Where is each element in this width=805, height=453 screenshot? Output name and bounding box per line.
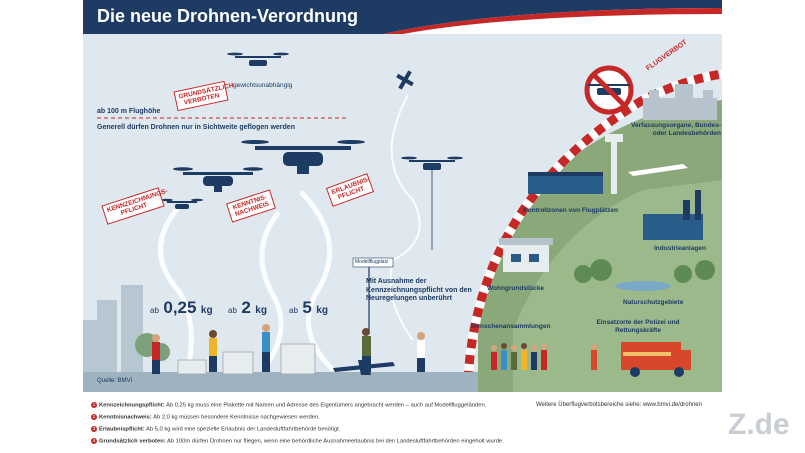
more-info-link[interactable]: Weitere Überflugverbotsbereiche siehe: w… [536, 402, 702, 408]
zone-government: Verfassungsorgane, Bundes- oder Landesbe… [631, 122, 721, 137]
drone-large-icon [241, 140, 365, 174]
model-plane-icon [333, 360, 395, 375]
aerobatic-plane-icon [396, 70, 414, 90]
weight-class-025: ab 0,25 kg [150, 298, 213, 317]
page-title: Die neue Drohnen-Verordnung [97, 6, 359, 26]
airport-terminal [528, 134, 688, 194]
no-drone-sign-icon [584, 65, 634, 115]
nature-reserve [574, 259, 715, 291]
zone-industry: Industrieanlagen [654, 245, 707, 252]
model-field-sign: Modellflugplatz [355, 259, 389, 265]
zone-crowds: Menschenansammlungen [471, 323, 551, 330]
zone-residential: Wohngrundstücke [487, 285, 544, 292]
zone-airports: Kontrollzonen von Flugplätzen [523, 207, 618, 214]
parliament-building [643, 84, 717, 120]
drone-top-icon [227, 52, 289, 66]
crowd-figures [491, 343, 547, 370]
model-field-exception: Mit Ausnahme der Kennzeichnungspflicht v… [366, 278, 472, 302]
weight-class-2: ab 2 kg [228, 298, 267, 317]
zone-emergency: Einsatzorte der Polizei und Rettungskräf… [596, 319, 680, 334]
altitude-limit-label: ab 100 m Flughöhe [97, 108, 161, 115]
watermark: Z.de [728, 408, 790, 441]
line-of-sight-label: Generell dürfen Drohnen nur in Sichtweit… [97, 124, 295, 131]
zone-nature: Naturschutzgebiete [623, 299, 684, 306]
fire-truck [591, 342, 691, 377]
weight-class-5: ab 5 kg [289, 298, 328, 317]
residential-house [499, 238, 553, 272]
scene-illustration [83, 34, 722, 392]
infographic-card: Die neue Drohnen-Verordnung ab 100 m Flu… [83, 0, 722, 453]
header: Die neue Drohnen-Verordnung [83, 0, 722, 34]
drone-camera-icon [401, 156, 463, 250]
source-label: Quelle: BMVI [97, 378, 133, 384]
footnotes-panel [83, 392, 722, 453]
industry-building [643, 190, 703, 240]
drone-medium-icon [173, 167, 263, 192]
weight-independent-label: gewichtsunabhängig [233, 82, 293, 89]
drone-small-icon [161, 198, 203, 209]
